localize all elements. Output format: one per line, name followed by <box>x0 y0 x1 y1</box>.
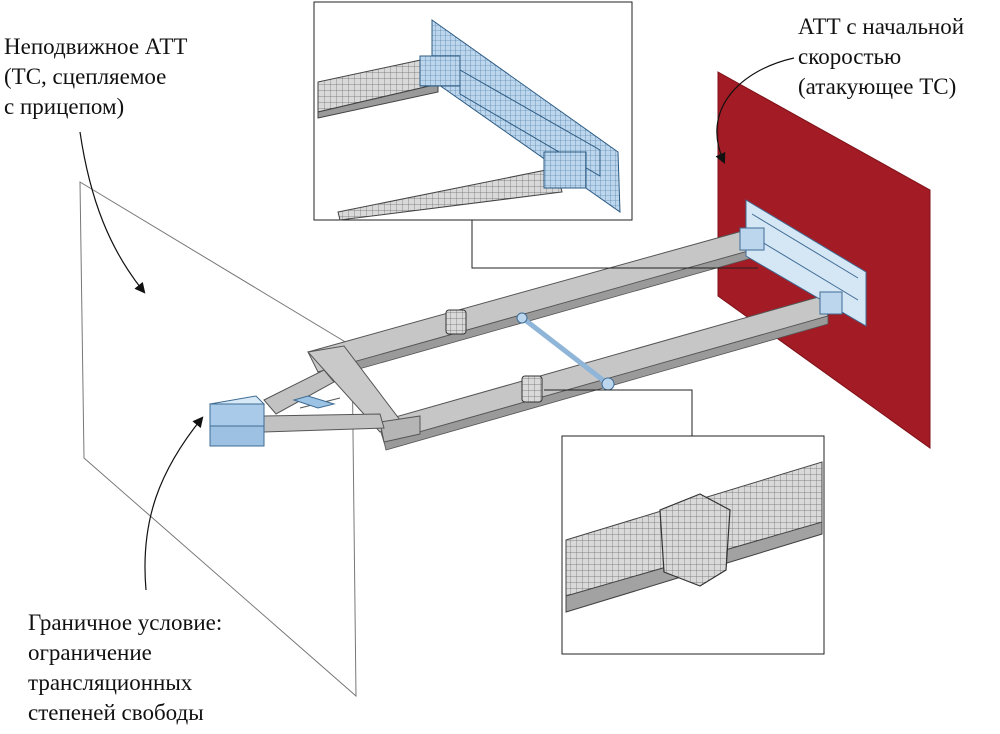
label-line: ограничение <box>28 640 152 665</box>
label-line: с прицепом) <box>4 94 125 119</box>
boundary-plane <box>79 181 357 698</box>
cross-rod <box>518 314 610 386</box>
label-line: степеней свободы <box>28 700 204 725</box>
arrow-attacking <box>715 57 795 164</box>
label-attacking-vehicle: АТТ с начальной скоростью (атакующее ТС) <box>798 12 964 102</box>
arrow-boundary <box>144 416 204 591</box>
inset-joint-detail <box>561 435 825 655</box>
label-line: (атакующее ТС) <box>798 74 957 99</box>
label-line: АТТ с начальной <box>798 14 965 39</box>
vehicle-frame <box>208 199 867 451</box>
label-line: (ТС, сцепляемое <box>4 64 167 89</box>
hitch-block <box>208 395 266 447</box>
beam-joint-upper <box>445 309 467 335</box>
label-boundary-condition: Граничное условие: ограничение трансляци… <box>28 608 222 728</box>
label-line: Граничное условие: <box>28 610 223 635</box>
leader-joint <box>544 389 693 436</box>
label-line: трансляционных <box>28 670 193 695</box>
leader-coupling <box>471 220 758 269</box>
arrow-stationary <box>79 131 146 294</box>
label-line: скоростью <box>798 44 902 69</box>
beam-joint-lower <box>521 375 543 403</box>
rear-coupling <box>739 199 867 327</box>
label-stationary-vehicle: Неподвижное АТТ (ТС, сцепляемое с прицеп… <box>4 32 187 122</box>
label-line: Неподвижное АТТ <box>4 34 188 59</box>
inset-coupling-detail <box>313 1 633 221</box>
